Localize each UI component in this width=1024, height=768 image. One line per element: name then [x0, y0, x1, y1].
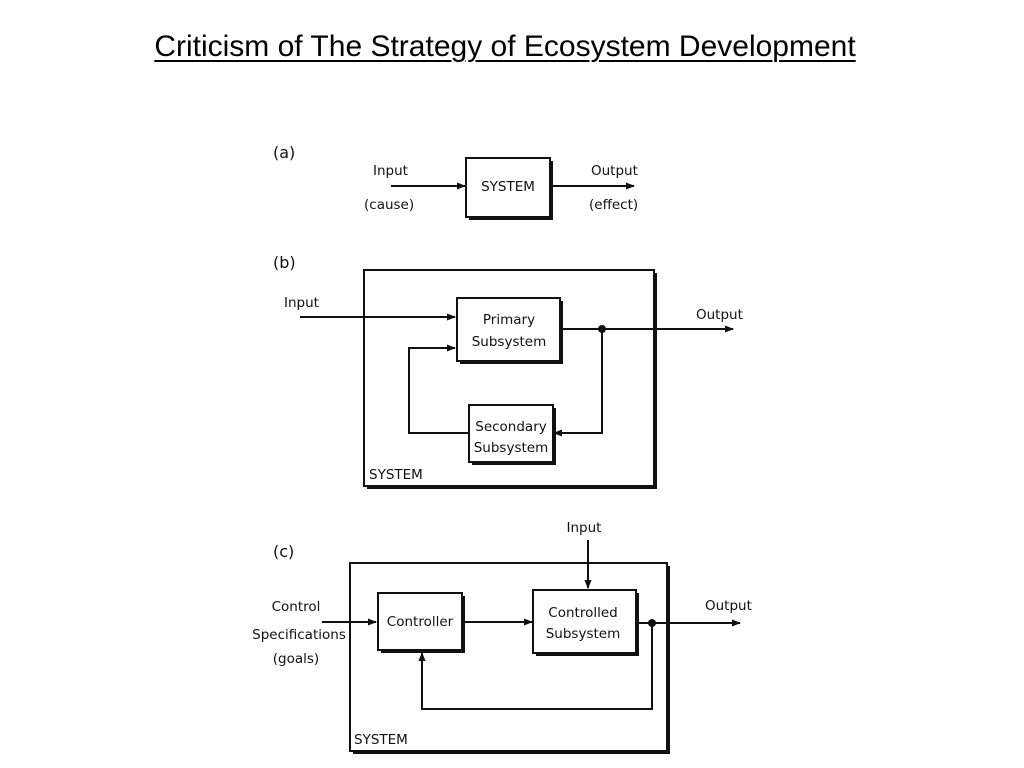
panel-c-feedback-loop	[418, 623, 653, 710]
panel-b: (b) SYSTEM Input Primary Subsystem Outpu…	[273, 253, 743, 489]
panel-c-controlled-line1: Controlled	[548, 605, 617, 621]
panel-c-controller-label: Controller	[387, 614, 454, 630]
panel-b-system-label: SYSTEM	[369, 467, 423, 483]
panel-b-label: (b)	[273, 253, 296, 272]
panel-c-control-line3: (goals)	[273, 651, 319, 667]
panel-b-secondary-line2: Subsystem	[474, 440, 549, 456]
panel-b-output-label: Output	[696, 307, 743, 323]
panel-a-label: (a)	[273, 143, 295, 162]
panel-a: (a) Input (cause) SYSTEM Output (effect)	[273, 143, 638, 220]
panel-a-input-label: Input	[373, 163, 408, 179]
panel-c-controlled-box	[532, 589, 637, 654]
slide-title: Criticism of The Strategy of Ecosystem D…	[154, 30, 856, 63]
panel-a-system-label: SYSTEM	[481, 179, 535, 195]
panel-c-system-label: SYSTEM	[354, 732, 408, 748]
panel-c-external-input-label: Input	[567, 520, 602, 536]
panel-c-controller-box	[377, 592, 463, 651]
panel-b-primary-box	[456, 297, 561, 362]
panel-b-secondary-line1: Secondary	[475, 419, 547, 435]
panel-a-system-box	[465, 157, 551, 218]
panel-c-label: (c)	[273, 542, 294, 561]
panel-c-control-line2: Specifications	[252, 627, 346, 643]
panel-c-output-label: Output	[705, 598, 752, 614]
panel-a-input-note: (cause)	[364, 197, 414, 213]
panel-a-output-note: (effect)	[589, 197, 638, 213]
panel-c-control-line1: Control	[272, 599, 321, 615]
panel-b-feedback-to-primary	[408, 344, 469, 434]
panel-b-feedback-to-secondary	[553, 329, 603, 437]
panel-b-primary-line1: Primary	[483, 312, 535, 328]
panel-c: (c) SYSTEM Input Control Specifications …	[252, 520, 752, 754]
panel-b-primary-line2: Subsystem	[472, 334, 547, 350]
panel-a-output-label: Output	[591, 163, 638, 179]
panel-b-input-label: Input	[284, 295, 319, 311]
panel-c-controlled-line2: Subsystem	[546, 626, 621, 642]
